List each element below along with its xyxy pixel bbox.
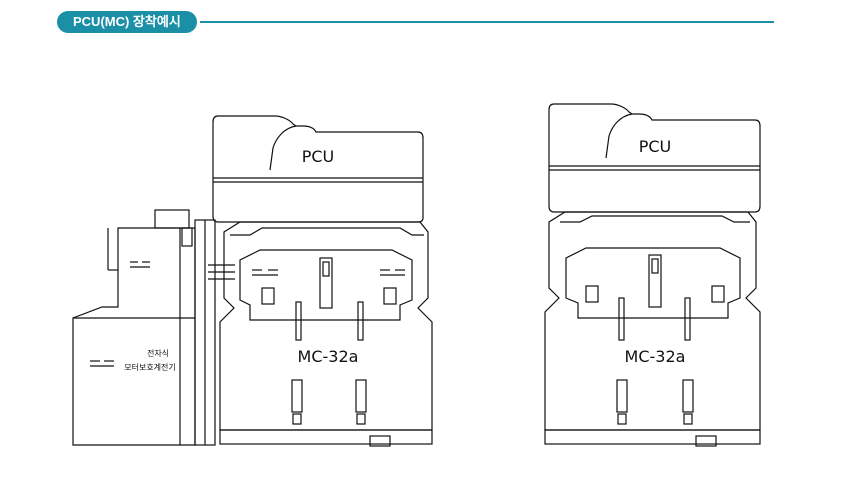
left-contactor: MC-32a — [219, 221, 433, 447]
motor-protection-relay: 전자식 모터보호계전기 — [72, 209, 196, 446]
section-title: PCU(MC) 장착예시 — [57, 11, 197, 33]
left-connector-strip — [194, 219, 235, 446]
relay-label-line1: 전자식 — [147, 348, 169, 358]
right-contactor-label: MC-32a — [625, 347, 686, 366]
section-divider — [200, 21, 774, 23]
left-contactor-label: MC-32a — [298, 347, 359, 366]
left-pcu-module: PCU — [212, 115, 424, 223]
right-contactor: MC-32a — [544, 211, 761, 447]
left-pcu-label: PCU — [302, 147, 335, 166]
relay-label-line2: 모터보호계전기 — [124, 362, 176, 372]
right-pcu-module: PCU — [548, 103, 761, 213]
right-pcu-label: PCU — [639, 137, 672, 156]
right-assembly: PCU MC-32a — [544, 103, 761, 447]
left-assembly: 전자식 모터보호계전기 PCU — [72, 115, 433, 447]
